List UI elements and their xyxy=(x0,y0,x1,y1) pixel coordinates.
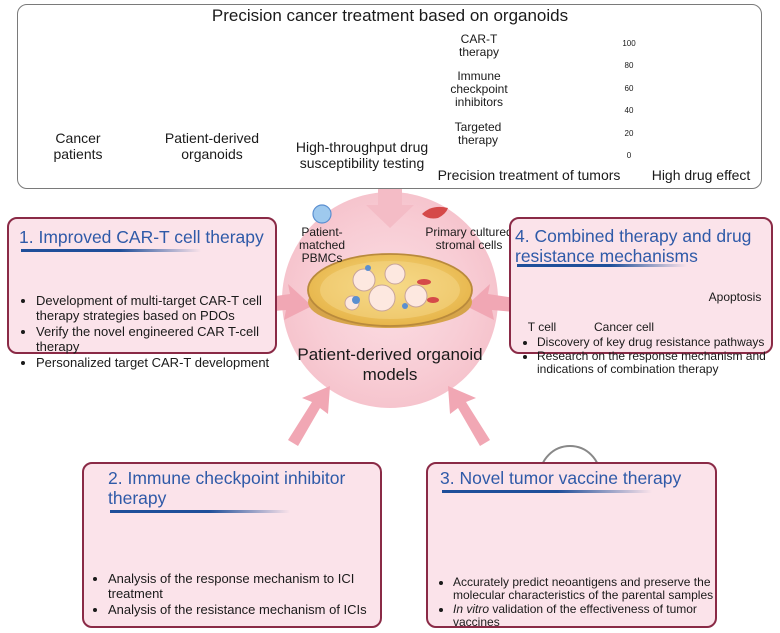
organoids-label: Patient-derived organoids xyxy=(164,130,260,162)
stromal-cell-icon xyxy=(422,206,448,219)
ici-label: Immune checkpoint inhibitors xyxy=(450,69,508,109)
panel1-underline xyxy=(21,249,201,252)
panel1-bullet: Development of multi-target CAR-T cell t… xyxy=(36,293,288,323)
panel2-underline xyxy=(110,510,290,513)
panel3-bullet-rest: validation of the effectiveness of tumor… xyxy=(453,602,697,629)
panel3-underline xyxy=(442,490,652,493)
drug-effect-label: High drug effect xyxy=(651,167,751,183)
panel-combined-therapy xyxy=(509,217,773,354)
panel1-bullet: Verify the novel engineered CAR T-cell t… xyxy=(36,324,288,354)
panel1-bullets: Development of multi-target CAR-T cell t… xyxy=(20,293,288,371)
tcell-label: T cell xyxy=(527,320,557,334)
panel4-bullet: Research on the response mechanism and i… xyxy=(537,350,780,376)
panel3-bullet: In vitro validation of the effectiveness… xyxy=(453,603,727,629)
tick-label: 20 xyxy=(624,129,634,138)
stromal-label: Primary cultured stromal cells xyxy=(425,225,513,252)
panel4-bullet: Discovery of key drug resistance pathway… xyxy=(537,336,780,349)
panel2-bullet: Analysis of the response mechanism to IC… xyxy=(108,571,390,601)
panel4-underline xyxy=(517,264,687,267)
tick-label: 80 xyxy=(624,61,634,70)
chart-y-ticks: 100 80 60 40 20 0 xyxy=(620,40,638,164)
panel3-bullet-italic: In vitro xyxy=(453,602,490,616)
pbmc-label: Patient-matched PBMCs xyxy=(298,225,346,265)
panel-tumor-vaccine xyxy=(426,462,717,628)
arrow-from-panel4 xyxy=(466,284,515,320)
tick-label: 60 xyxy=(624,84,634,93)
tick-label: 40 xyxy=(624,106,634,115)
screening-label: High-throughput drug susceptibility test… xyxy=(295,139,429,171)
panel3-title: 3. Novel tumor vaccine therapy xyxy=(440,468,682,488)
panel4-bullets: Discovery of key drug resistance pathway… xyxy=(521,336,780,377)
tick-label: 100 xyxy=(622,39,636,48)
cancer-cell-label: Cancer cell xyxy=(593,320,655,334)
panel2-bullets: Analysis of the response mechanism to IC… xyxy=(92,571,390,618)
targeted-label: Targeted therapy xyxy=(454,120,502,147)
apoptosis-label: Apoptosis xyxy=(708,290,762,304)
arrow-from-top xyxy=(366,188,414,228)
tick-label: 0 xyxy=(626,151,632,160)
arrow-from-panel1 xyxy=(262,284,312,320)
panel2-title: 2. Immune checkpoint inhibitor therapy xyxy=(108,468,346,508)
pbmc-icon xyxy=(312,204,332,224)
panel1-title: 1. Improved CAR-T cell therapy xyxy=(19,227,264,247)
top-workflow-box xyxy=(17,4,762,189)
arrow-from-panel3 xyxy=(448,386,490,446)
cancer-patients-label: Cancer patients xyxy=(53,130,103,162)
cart-label: CAR-T therapy xyxy=(458,32,500,59)
top-title: Precision cancer treatment based on orga… xyxy=(211,6,569,25)
panel-car-t xyxy=(7,217,277,354)
panel3-bullet: Accurately predict neoantigens and prese… xyxy=(453,576,727,602)
precision-treatment-label: Precision treatment of tumors xyxy=(437,167,621,183)
panel3-bullets: Accurately predict neoantigens and prese… xyxy=(437,576,727,630)
panel1-bullet: Personalized target CAR-T development xyxy=(36,355,288,370)
panel2-bullet: Analysis of the resistance mechanism of … xyxy=(108,602,390,617)
arrow-from-panel2 xyxy=(288,386,330,446)
panel4-title: 4. Combined therapy and drug resistance … xyxy=(515,226,752,266)
panel-immune-checkpoint xyxy=(82,462,382,628)
center-organoid-dish-icon xyxy=(307,253,473,328)
center-organoid-label: Patient-derived organoid models xyxy=(297,345,483,384)
